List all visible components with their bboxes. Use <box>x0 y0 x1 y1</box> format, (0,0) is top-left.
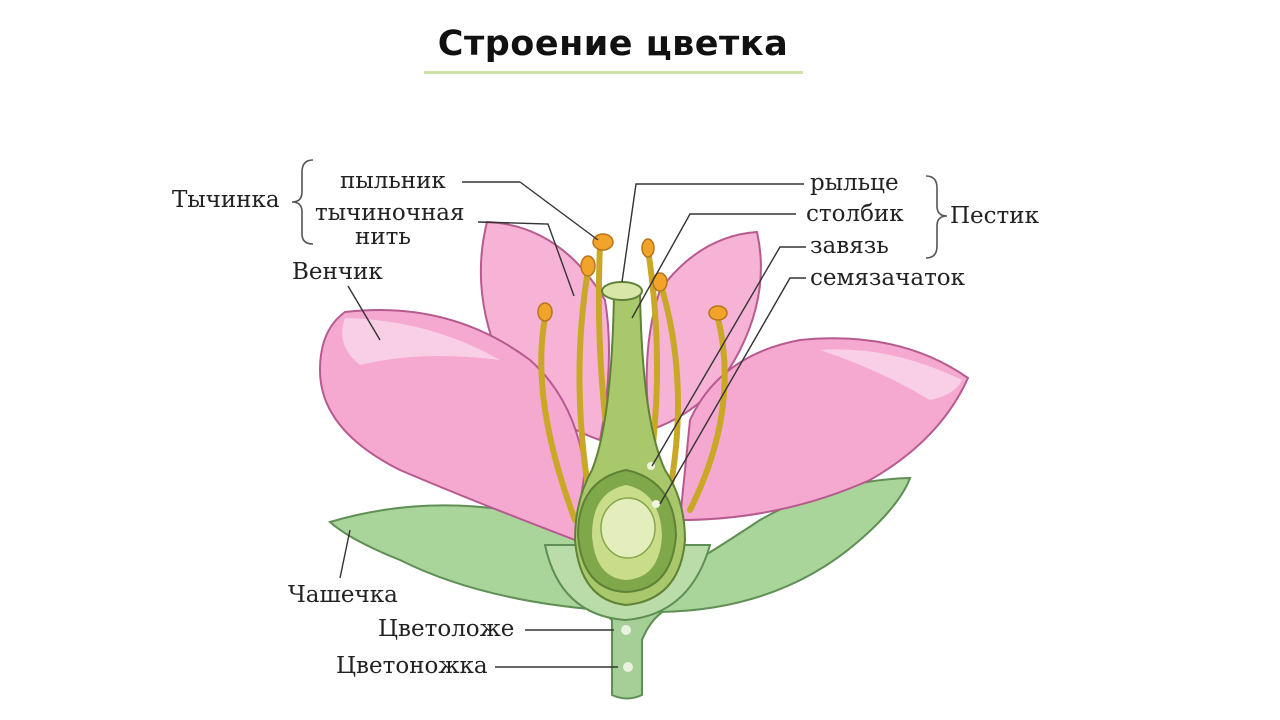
label-receptacle: Цветоложе <box>378 616 514 642</box>
filament-5 <box>657 279 681 493</box>
anther-1 <box>537 302 553 322</box>
label-filament-line1: тычиночная <box>315 200 465 226</box>
label-filament-line2: нить <box>355 224 411 250</box>
petal-right-highlight <box>820 349 962 400</box>
leader-lines <box>339 181 806 668</box>
label-calyx: Чашечка <box>288 582 398 608</box>
leader-ovule <box>659 277 806 505</box>
label-pedicel: Цветоножка <box>336 653 488 679</box>
label-stigma: рыльце <box>810 170 899 196</box>
leader-style <box>631 213 796 319</box>
label-ovule: семязачаток <box>810 265 966 291</box>
leader-stigma <box>621 183 804 283</box>
petal-left-highlight <box>342 318 500 365</box>
pedicel-shape <box>597 609 669 700</box>
leader-filament <box>477 221 575 297</box>
ovule-dot <box>652 500 660 508</box>
stigma-shape <box>601 281 643 301</box>
label-corolla: Венчик <box>292 259 383 285</box>
title-underline <box>424 71 803 74</box>
page-title: Строение цветка <box>437 24 789 64</box>
leader-anther-2 <box>519 181 599 241</box>
filament-6 <box>687 315 728 513</box>
filament-1 <box>538 315 578 523</box>
anther-4 <box>641 238 655 258</box>
leader-calyx <box>339 529 351 579</box>
anther-6 <box>708 305 728 321</box>
label-anther: пыльник <box>340 168 446 194</box>
petal-left <box>318 309 587 542</box>
label-stamen: Тычинка <box>172 187 280 213</box>
filament-2 <box>576 267 593 503</box>
ovule-shape <box>600 497 656 559</box>
label-ovary: завязь <box>810 233 889 259</box>
anther-2 <box>580 255 596 277</box>
anthers <box>537 233 728 322</box>
pedicel-dot <box>623 662 633 672</box>
receptacle-dot <box>621 625 631 635</box>
anther-5 <box>652 272 668 292</box>
brace-pistil <box>925 175 948 259</box>
brace-stamen <box>291 159 314 245</box>
label-style: столбик <box>806 201 904 227</box>
leader-corolla <box>347 285 381 341</box>
label-pistil: Пестик <box>950 203 1040 229</box>
anther-3 <box>592 233 614 251</box>
leader-ovary <box>651 246 806 467</box>
